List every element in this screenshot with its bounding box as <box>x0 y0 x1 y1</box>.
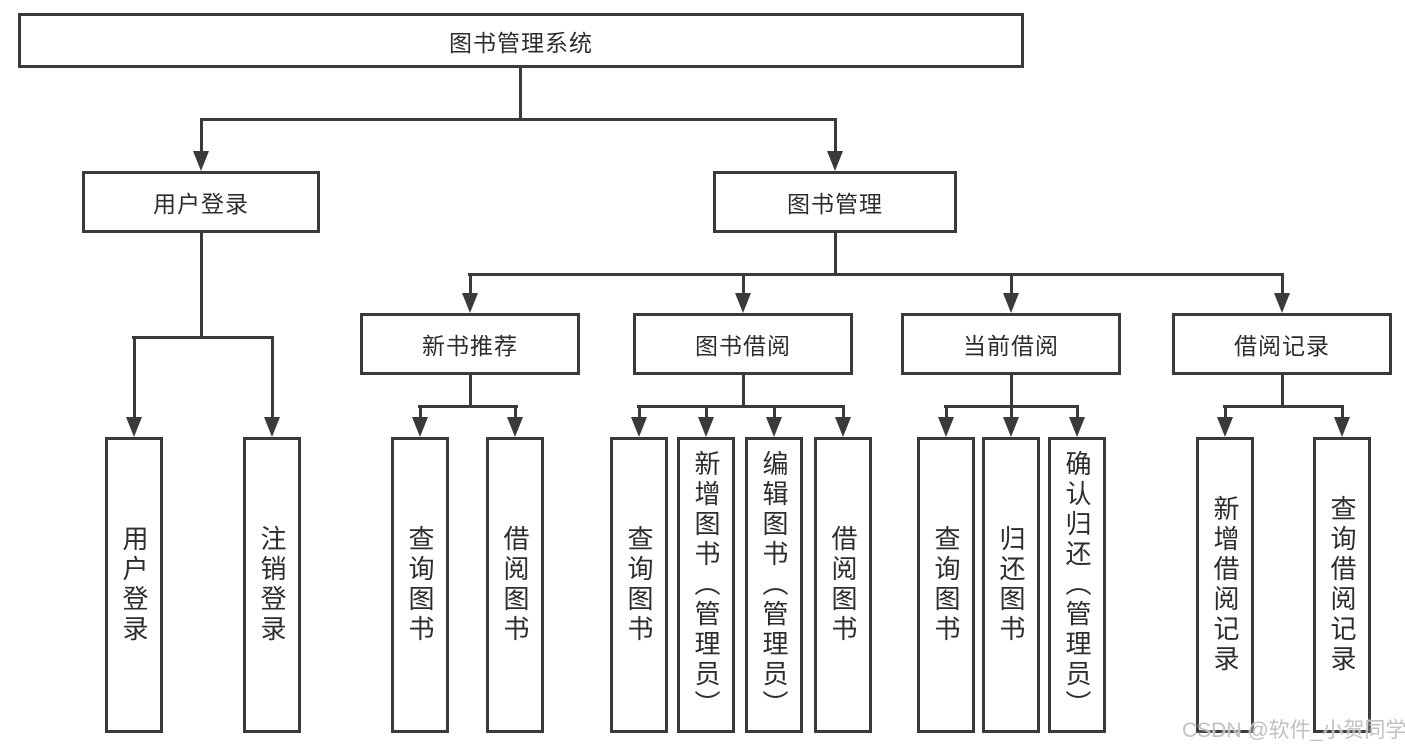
leaf-label: 新增借阅记录 <box>1210 495 1240 675</box>
connector-user-login-stem <box>200 233 203 336</box>
leaf-borrow-book-recommend: 借阅图书 <box>486 437 544 733</box>
connector-to-leaf <box>705 405 708 419</box>
connector-borrow-record-stem <box>1281 375 1284 405</box>
arrowhead-down-icon <box>126 417 142 437</box>
connector-level1-rail <box>200 118 837 121</box>
connector-to-leaf <box>638 405 641 419</box>
connector-to-current-borrow <box>1010 273 1013 294</box>
leaf-label: 查询图书 <box>624 525 654 645</box>
node-label: 图书管理 <box>787 191 883 217</box>
node-new-book-recommend: 新书推荐 <box>360 313 580 375</box>
node-root-library-system: 图书管理系统 <box>18 13 1024 68</box>
leaf-query-book-recommend: 查询图书 <box>391 437 449 733</box>
connector-current-borrow-stem <box>1010 375 1013 405</box>
connector-to-leaf <box>1341 405 1344 419</box>
csdn-watermark: CSDN @软件_小贺同学 <box>1182 719 1405 742</box>
node-label: 借阅记录 <box>1234 333 1330 359</box>
node-label: 当前借阅 <box>963 333 1059 359</box>
arrowhead-down-icon <box>507 417 523 437</box>
leaf-label: 注销登录 <box>257 525 287 645</box>
connector-to-leaf <box>514 405 517 419</box>
connector-to-leaf-user-login <box>133 336 136 419</box>
leaf-add-borrow-record: 新增借阅记录 <box>1196 437 1254 733</box>
connector-root-stem <box>519 68 522 118</box>
connector-to-leaf <box>842 405 845 419</box>
leaf-borrow-book: 借阅图书 <box>814 437 872 733</box>
node-book-borrow: 图书借阅 <box>633 313 853 375</box>
connector-borrow-record-rail <box>1223 405 1344 408</box>
arrowhead-down-icon <box>938 417 954 437</box>
leaf-label: 归还图书 <box>996 525 1026 645</box>
arrowhead-down-icon <box>1274 293 1290 313</box>
arrowhead-down-icon <box>766 417 782 437</box>
connector-to-borrow-record <box>1281 273 1284 294</box>
connector-to-book-management <box>834 118 837 152</box>
arrowhead-down-icon <box>1003 417 1019 437</box>
arrowhead-down-icon <box>1334 417 1350 437</box>
leaf-return-book: 归还图书 <box>982 437 1040 733</box>
connector-new-book-stem <box>469 375 472 405</box>
connector-to-leaf-logout <box>271 336 274 419</box>
arrowhead-down-icon <box>827 151 843 171</box>
leaf-query-book-current: 查询图书 <box>917 437 975 733</box>
leaf-label: 借阅图书 <box>828 525 858 645</box>
connector-user-login-rail <box>132 336 273 339</box>
node-book-management-branch: 图书管理 <box>713 171 957 233</box>
arrowhead-down-icon <box>698 417 714 437</box>
leaf-query-borrow-record: 查询借阅记录 <box>1313 437 1371 733</box>
leaf-edit-book-admin: 编辑图书（管理员） <box>745 437 803 733</box>
node-label: 用户登录 <box>153 191 249 217</box>
connector-to-leaf <box>1076 405 1079 419</box>
leaf-user-login: 用户登录 <box>105 437 163 733</box>
connector-to-user-login <box>200 118 203 152</box>
connector-level3-rail <box>468 273 1284 276</box>
arrowhead-down-icon <box>264 417 280 437</box>
node-label: 新书推荐 <box>422 333 518 359</box>
node-label: 图书管理系统 <box>449 29 593 56</box>
connector-book-management-stem <box>834 233 837 273</box>
connector-to-leaf <box>945 405 948 419</box>
node-current-borrow: 当前借阅 <box>901 313 1121 375</box>
arrowhead-down-icon <box>835 417 851 437</box>
node-user-login-branch: 用户登录 <box>82 171 320 233</box>
leaf-label: 查询图书 <box>405 525 435 645</box>
connector-book-borrow-stem <box>742 375 745 405</box>
leaf-label: 查询借阅记录 <box>1327 495 1357 675</box>
connector-book-borrow-rail <box>637 405 845 408</box>
leaf-label: 新增图书（管理员） <box>691 450 721 720</box>
leaf-label: 用户登录 <box>119 525 149 645</box>
connector-to-new-book <box>469 273 472 294</box>
arrowhead-down-icon <box>735 293 751 313</box>
connector-to-leaf <box>419 405 422 419</box>
node-borrow-record: 借阅记录 <box>1172 313 1392 375</box>
arrowhead-down-icon <box>462 293 478 313</box>
leaf-logout: 注销登录 <box>243 437 301 733</box>
connector-to-leaf <box>1010 405 1013 419</box>
leaf-label: 确认归还（管理员） <box>1062 450 1092 720</box>
connector-new-book-rail <box>418 405 518 408</box>
arrowhead-down-icon <box>193 151 209 171</box>
arrowhead-down-icon <box>1217 417 1233 437</box>
connector-to-leaf <box>1224 405 1227 419</box>
node-label: 图书借阅 <box>695 333 791 359</box>
leaf-add-book-admin: 新增图书（管理员） <box>677 437 735 733</box>
leaf-label: 借阅图书 <box>500 525 530 645</box>
arrowhead-down-icon <box>1003 293 1019 313</box>
connector-to-leaf <box>773 405 776 419</box>
leaf-label: 查询图书 <box>931 525 961 645</box>
arrowhead-down-icon <box>412 417 428 437</box>
arrowhead-down-icon <box>631 417 647 437</box>
leaf-confirm-return-admin: 确认归还（管理员） <box>1048 437 1106 733</box>
leaf-query-book-borrow: 查询图书 <box>610 437 668 733</box>
connector-to-book-borrow <box>742 273 745 294</box>
leaf-label: 编辑图书（管理员） <box>759 450 789 720</box>
arrowhead-down-icon <box>1069 417 1085 437</box>
